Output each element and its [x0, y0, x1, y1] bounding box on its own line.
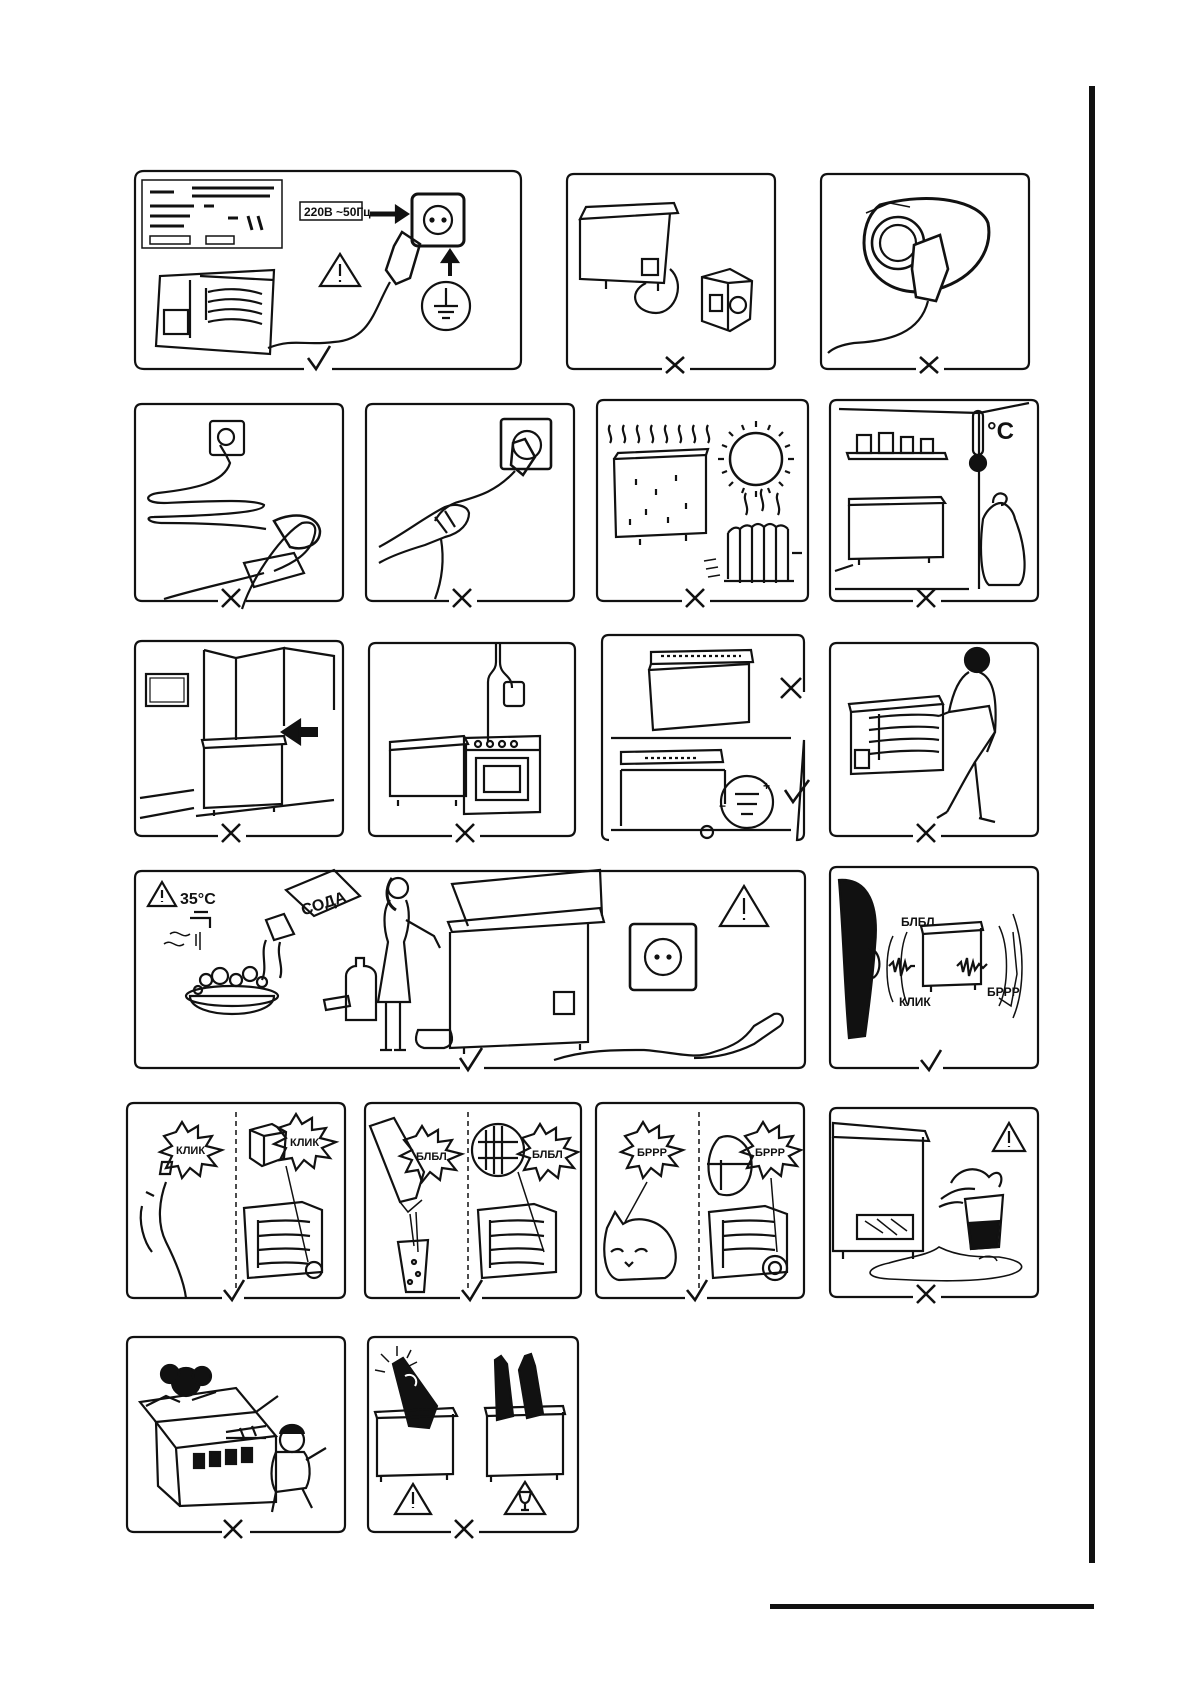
cross-mark	[685, 588, 705, 608]
soda-box-label: СОДА	[299, 889, 349, 920]
check-mark	[222, 1279, 246, 1303]
check-mark	[783, 779, 811, 805]
sound-label-blbl: БЛБЛ	[901, 915, 935, 929]
cross-mark	[455, 823, 475, 843]
svg-text:−: −	[719, 799, 726, 813]
cross-mark	[454, 1519, 474, 1539]
fragile-icon	[503, 1479, 547, 1516]
cross-mark	[916, 588, 936, 608]
cross-mark	[221, 823, 241, 843]
check-mark	[306, 345, 332, 372]
cross-mark	[223, 1519, 243, 1539]
cross-mark	[780, 677, 802, 699]
sun-icon	[728, 431, 784, 487]
cross-mark	[916, 823, 936, 843]
wall-socket	[628, 922, 698, 992]
warning-triangle	[991, 1120, 1027, 1153]
page-edge-rule	[1089, 86, 1095, 1563]
sound-label-brrr-1: БРРР	[637, 1147, 667, 1159]
cross-mark	[665, 356, 685, 374]
warning-triangle	[718, 883, 770, 928]
check-mark	[458, 1047, 484, 1073]
cross-mark	[221, 588, 241, 608]
rating-label	[141, 179, 283, 249]
check-mark	[460, 1279, 484, 1303]
wall-picture	[144, 672, 190, 708]
sound-label-brrr-2: БРРР	[755, 1147, 785, 1159]
cross-mark	[919, 356, 939, 374]
warning-triangle	[318, 251, 362, 288]
wall-socket	[410, 192, 466, 248]
sound-label-klik-1: КЛИК	[176, 1145, 205, 1157]
sound-label-blbl-1: БЛБЛ	[416, 1151, 447, 1163]
temp-label: 35°C	[180, 891, 216, 908]
voltage-text: 220В ~50Гц	[304, 205, 371, 219]
ground-symbol	[420, 280, 472, 332]
sound-label-klik: КЛИК	[899, 995, 931, 1009]
warning-triangle	[146, 879, 178, 908]
sound-label-blbl-2: БЛБЛ	[532, 1149, 563, 1161]
svg-text:+: +	[763, 779, 770, 793]
check-mark	[919, 1049, 943, 1073]
warning-triangle	[393, 1481, 433, 1516]
cross-mark	[916, 1284, 936, 1304]
sound-label-klik-2: КЛИК	[290, 1137, 319, 1149]
check-mark	[685, 1279, 709, 1303]
cross-mark	[452, 588, 472, 608]
voltage-box	[299, 201, 363, 221]
temp-unit-label: °C	[987, 418, 1014, 445]
footer-rule	[770, 1604, 1094, 1609]
